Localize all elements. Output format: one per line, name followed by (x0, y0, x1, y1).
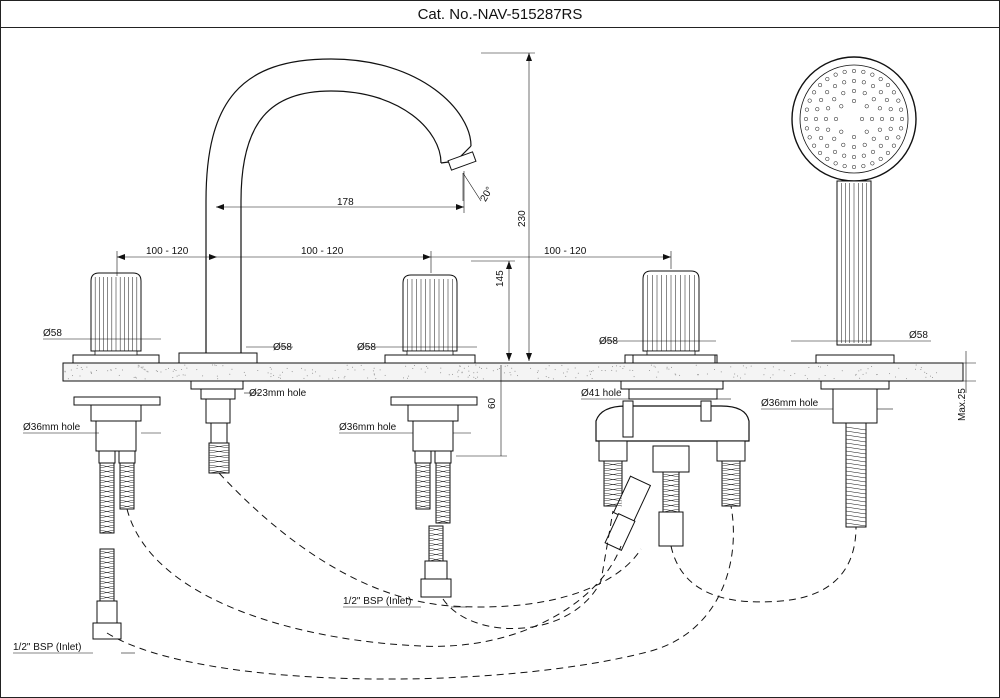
hand-shower (791, 56, 917, 528)
label-bsp-mid: 1/2" BSP (Inlet) (343, 596, 411, 607)
dimension-lines (13, 52, 976, 654)
countertop (62, 362, 964, 382)
label-spout-height: 230 (517, 210, 528, 227)
label-spacing-2: 100 - 120 (301, 246, 344, 257)
label-max-deck: Max.25 (957, 388, 968, 421)
label-dia-mid: Ø58 (357, 342, 376, 353)
label-spacing-1: 100 - 120 (146, 246, 189, 257)
handle-middle (384, 274, 476, 364)
dimension-labels: 178 20° 230 145 60 100 - 120 100 - 120 1… (13, 185, 968, 653)
middle-valve-body (390, 396, 478, 598)
label-hole-diverter: Ø41 hole (581, 388, 622, 399)
diverter-body (595, 354, 750, 551)
connection-hoses (106, 472, 857, 680)
left-valve-body (73, 396, 161, 640)
title-bar: Cat. No.-NAV-515287RS (1, 1, 999, 28)
handle-left (72, 272, 160, 364)
label-bsp-left: 1/2" BSP (Inlet) (13, 642, 81, 653)
label-spout-reach: 178 (337, 197, 354, 208)
label-hole-spout: Ø23mm hole (249, 388, 307, 399)
spout (178, 58, 477, 474)
label-dia-spout: Ø58 (273, 342, 292, 353)
label-hole-shower: Ø36mm hole (761, 398, 819, 409)
label-spacing-3: 100 - 120 (544, 246, 587, 257)
label-dia-shower: Ø58 (909, 330, 928, 341)
label-dia-diverter: Ø58 (599, 336, 618, 347)
label-below-deck: 60 (487, 397, 498, 409)
catalog-number: Cat. No.-NAV-515287RS (417, 5, 583, 23)
label-handle-height: 145 (495, 270, 506, 287)
handle-diverter (624, 270, 718, 364)
label-hole-left: Ø36mm hole (23, 422, 81, 433)
label-hole-mid: Ø36mm hole (339, 422, 397, 433)
label-dia-left: Ø58 (43, 328, 62, 339)
